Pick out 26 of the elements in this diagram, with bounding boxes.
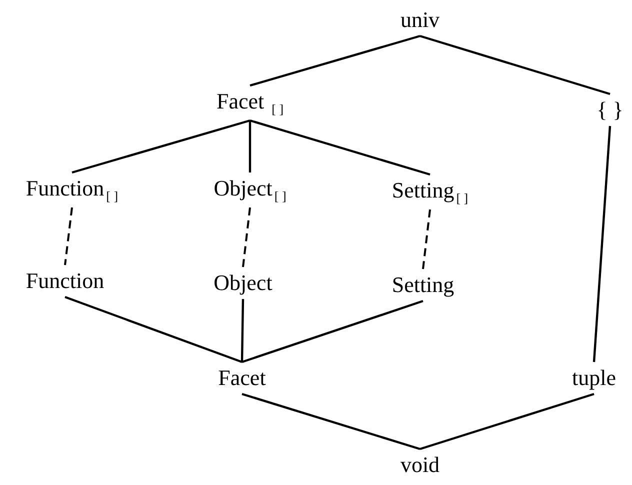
connector-line — [242, 392, 420, 450]
node-label: Facet $_{[ ]}$ — [214, 88, 286, 118]
node-label: Object$_{[ ]}$ — [212, 174, 288, 206]
connector-line — [250, 34, 420, 87]
dashed-connector-line — [64, 207, 73, 266]
connector-line — [242, 300, 424, 364]
node-label: void — [398, 451, 442, 479]
connector-line — [72, 119, 250, 174]
connector-line — [248, 120, 252, 172]
connector-line — [420, 34, 610, 96]
node-label: tuple — [570, 364, 618, 392]
connector-line — [240, 298, 244, 362]
dashed-connector-line — [422, 209, 431, 270]
dashed-connector-line — [242, 207, 251, 268]
connector-line — [64, 296, 242, 364]
node-label: { } — [594, 96, 626, 124]
node-label: Setting — [390, 271, 456, 299]
node-label: univ — [398, 6, 442, 34]
node-label: Object — [212, 269, 274, 297]
node-label: Setting$_{[ ]}$ — [390, 176, 470, 208]
node-label: Function — [24, 267, 106, 295]
connector-line — [250, 119, 430, 176]
node-label: Facet — [216, 364, 268, 392]
connector-line — [592, 126, 612, 362]
node-label: Function$_{[ ]}$ — [24, 174, 120, 206]
connector-line — [420, 392, 594, 450]
